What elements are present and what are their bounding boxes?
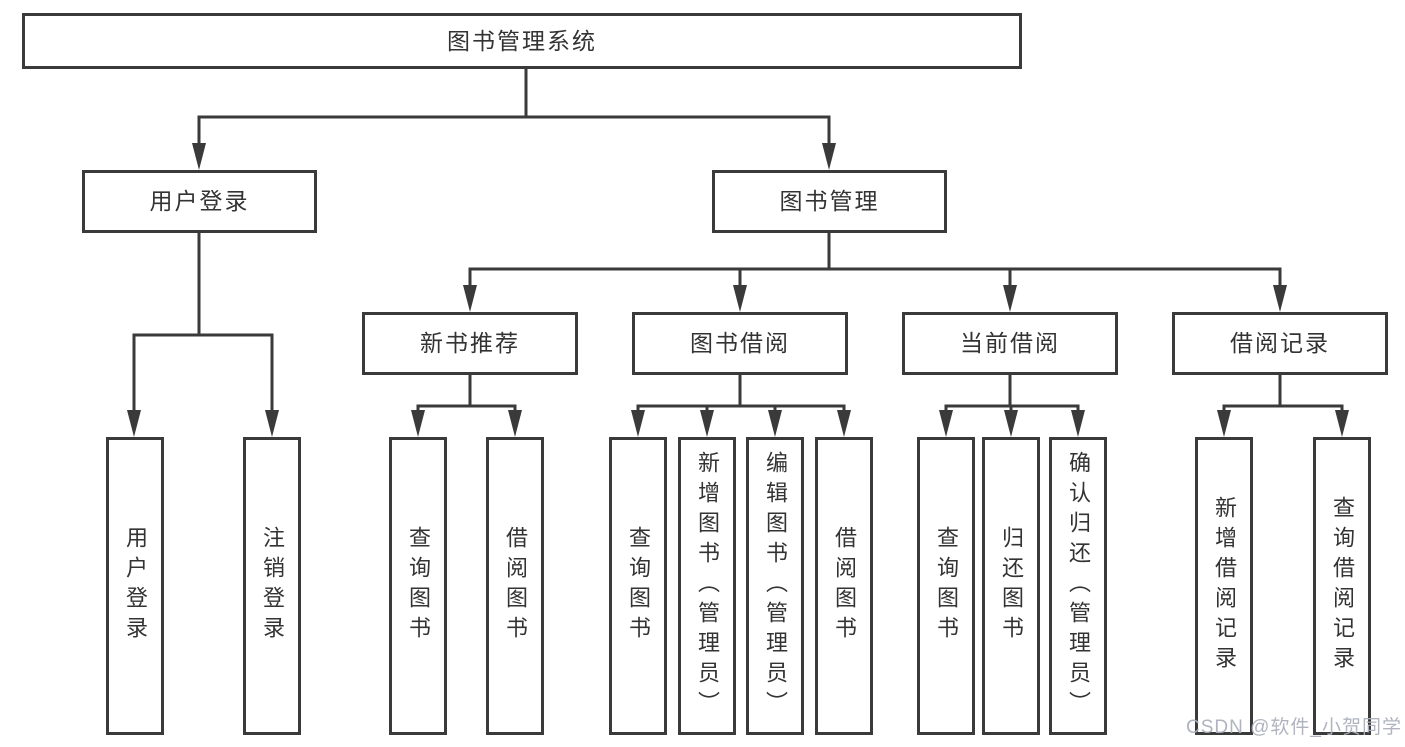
node-label: 新书推荐 <box>420 330 520 356</box>
node-leaf-query-borrow-record: 查询借阅记录 <box>1313 437 1371 735</box>
node-leaf-query-book-2: 查询图书 <box>609 437 667 735</box>
node-label: 图书管理 <box>779 188 880 214</box>
node-new-book-recommendation: 新书推荐 <box>362 312 578 375</box>
node-leaf-confirm-return-admin: 确认归还（管理员） <box>1049 437 1107 735</box>
node-label: 查询图书 <box>934 526 959 646</box>
node-label: 归还图书 <box>999 526 1024 646</box>
node-label: 借阅记录 <box>1230 330 1330 356</box>
node-borrowing-records: 借阅记录 <box>1172 312 1388 375</box>
node-leaf-user-login: 用户登录 <box>106 437 164 735</box>
node-label: 用户登录 <box>123 526 148 646</box>
node-user-login: 用户登录 <box>82 170 317 233</box>
node-label: 新增图书（管理员） <box>695 451 720 721</box>
node-leaf-borrow-book-2: 借阅图书 <box>815 437 873 735</box>
node-book-borrowing: 图书借阅 <box>632 312 848 375</box>
node-label: 用户登录 <box>149 188 250 214</box>
node-leaf-query-book-3: 查询图书 <box>917 437 975 735</box>
node-root: 图书管理系统 <box>22 13 1022 69</box>
node-book-management: 图书管理 <box>712 170 947 233</box>
node-leaf-query-book-1: 查询图书 <box>389 437 447 735</box>
node-leaf-logout: 注销登录 <box>243 437 301 735</box>
node-label: 确认归还（管理员） <box>1066 451 1091 721</box>
node-leaf-borrow-book-1: 借阅图书 <box>486 437 544 735</box>
node-label: 当前借阅 <box>960 330 1060 356</box>
watermark: CSDN @软件_小贺同学 <box>1186 717 1402 738</box>
node-label: 查询图书 <box>406 526 431 646</box>
node-leaf-add-book-admin: 新增图书（管理员） <box>678 437 736 735</box>
node-label: 查询图书 <box>626 526 651 646</box>
node-label: 编辑图书（管理员） <box>763 451 788 721</box>
node-label: 借阅图书 <box>503 526 528 646</box>
node-current-borrowing: 当前借阅 <box>902 312 1118 375</box>
node-leaf-edit-book-admin: 编辑图书（管理员） <box>746 437 804 735</box>
node-label: 查询借阅记录 <box>1330 496 1355 676</box>
node-label: 借阅图书 <box>832 526 857 646</box>
node-label: 图书借阅 <box>690 330 790 356</box>
node-leaf-add-borrow-record: 新增借阅记录 <box>1195 437 1253 735</box>
node-label: 新增借阅记录 <box>1212 496 1237 676</box>
node-leaf-return-book: 归还图书 <box>982 437 1040 735</box>
node-label: 注销登录 <box>260 526 285 646</box>
node-label: 图书管理系统 <box>447 27 597 54</box>
